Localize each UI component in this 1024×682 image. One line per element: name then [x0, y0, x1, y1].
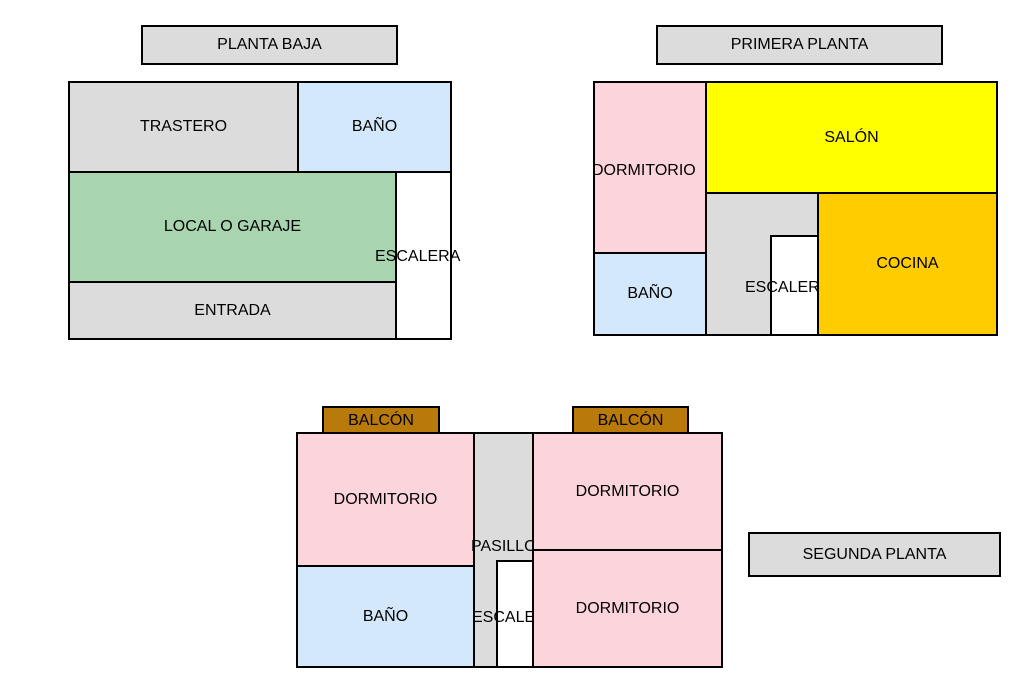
room-bano-sp: BAÑO: [296, 565, 475, 668]
room-escalera-pp-label: ESCALERA: [745, 279, 831, 296]
room-bano-pp: BAÑO: [593, 252, 707, 336]
planta-baja-plan: TRASTERO BAÑO LOCAL O GARAJE ENTRADA ESC…: [68, 81, 460, 340]
room-bano-pp-label: BAÑO: [627, 285, 673, 302]
room-local-garaje: LOCAL O GARAJE: [68, 171, 397, 283]
primera-planta-title: PRIMERA PLANTA: [656, 25, 943, 65]
room-dormitorio-pp: [593, 81, 707, 254]
room-local-garaje-label: LOCAL O GARAJE: [163, 218, 302, 235]
room-entrada-label: ENTRADA: [194, 301, 271, 319]
room-salon-label: SALÓN: [824, 128, 879, 146]
primera-planta-plan: DORMITORIO SALÓN BAÑO ESCALERA COCINA: [592, 81, 998, 336]
room-trastero: TRASTERO: [68, 81, 299, 173]
room-dormitorio-sp-bottom-right: DORMITORIO: [532, 549, 723, 668]
room-escalera-pb-label: ESCALERA: [375, 248, 461, 265]
room-entrada: ENTRADA: [68, 281, 397, 340]
room-dormitorio-sp-left: DORMITORIO: [296, 432, 475, 567]
room-escalera-sp-label: ESCALE: [472, 609, 536, 626]
room-escalera-pb: [395, 171, 452, 340]
room-trastero-label: TRASTERO: [139, 118, 228, 135]
primera-planta-title-text: PRIMERA PLANTA: [730, 36, 869, 53]
segunda-planta-title: SEGUNDA PLANTA: [748, 532, 1001, 577]
room-dormitorio-sp-left-label: DORMITORIO: [333, 490, 438, 508]
planta-baja-title-text: PLANTA BAJA: [217, 36, 322, 53]
room-pasillo-label: PASILLO: [471, 538, 537, 555]
room-bano-pb-label: BAÑO: [351, 118, 398, 135]
segunda-planta-plan: DORMITORIO BAÑO PASILLO ESCALE DORMITORI…: [296, 432, 723, 668]
room-bano-sp-label: BAÑO: [362, 607, 409, 625]
balcon-right-label: BALCÓN: [597, 412, 664, 429]
room-cocina-label: COCINA: [876, 255, 939, 272]
room-dormitorio-sp-bottom-right-label: DORMITORIO: [575, 599, 680, 617]
room-cocina: COCINA: [817, 192, 998, 336]
room-bano-pb: BAÑO: [297, 81, 452, 173]
room-dormitorio-sp-top-right: DORMITORIO: [532, 432, 723, 551]
planta-baja-title: PLANTA BAJA: [141, 25, 398, 65]
room-salon: SALÓN: [705, 81, 998, 194]
room-dormitorio-pp-label: DORMITORIO: [592, 162, 696, 179]
room-dormitorio-sp-top-right-label: DORMITORIO: [575, 482, 680, 500]
segunda-planta-title-text: SEGUNDA PLANTA: [802, 545, 947, 563]
balcon-left-label: BALCÓN: [348, 412, 414, 429]
